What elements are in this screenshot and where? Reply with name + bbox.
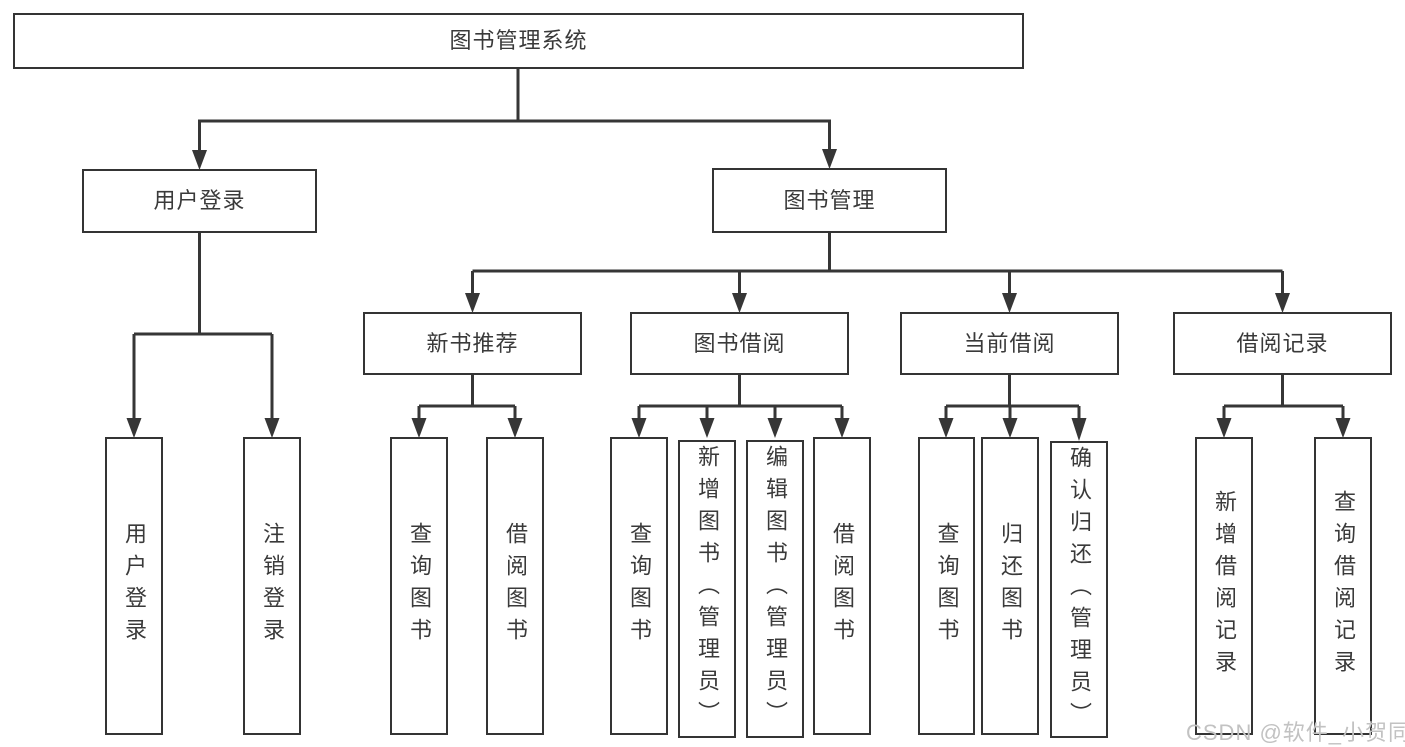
arrowhead-icon [699,418,715,438]
arrowhead-icon [834,418,850,438]
node-library-management-system: 图书管理系统 [13,13,1024,69]
leaf-user-login: 用户登录 [105,437,163,735]
node-book-borrowing: 图书借阅 [630,312,849,375]
arrowhead-icon [732,293,747,313]
leaf-logout: 注销登录 [243,437,301,735]
arrowhead-icon [1002,418,1018,438]
leaf-return-books: 归还图书 [981,437,1039,735]
leaf-query-books-recommend: 查询图书 [390,437,448,735]
leaf-add-borrow-record: 新增借阅记录 [1195,437,1253,735]
leaf-query-books-borrowing: 查询图书 [610,437,668,735]
arrowhead-icon [767,418,783,438]
node-new-book-recommend: 新书推荐 [363,312,582,375]
arrowhead-icon [1275,293,1290,313]
node-borrowing-records: 借阅记录 [1173,312,1392,375]
arrowhead-icon [1002,293,1017,313]
node-book-management-branch: 图书管理 [712,168,947,233]
leaf-add-book-admin: 新增图书（管理员） [678,440,736,738]
arrowhead-icon [264,418,280,438]
arrowhead-icon [465,293,480,313]
node-current-borrowing: 当前借阅 [900,312,1119,375]
leaf-borrow-books-recommend: 借阅图书 [486,437,544,735]
arrowhead-icon [631,418,647,438]
leaf-confirm-return-admin: 确认归还（管理员） [1050,441,1108,738]
arrowhead-icon [126,418,142,438]
arrowhead-icon [411,418,427,438]
arrowhead-icon [507,418,523,438]
node-user-login-branch: 用户登录 [82,169,317,233]
arrowhead-icon [192,150,207,170]
arrowhead-icon [938,418,954,438]
leaf-query-books-current: 查询图书 [918,437,975,735]
leaf-borrow-books-borrowing: 借阅图书 [813,437,871,735]
leaf-query-borrow-record: 查询借阅记录 [1314,437,1372,735]
arrowhead-icon [1071,418,1087,441]
arrowhead-icon [1216,418,1232,438]
leaf-edit-book-admin: 编辑图书（管理员） [746,440,804,738]
arrowhead-icon [822,149,837,169]
watermark-text: CSDN @软件_小贺同学 [1186,720,1405,745]
arrowhead-icon [1335,418,1351,438]
